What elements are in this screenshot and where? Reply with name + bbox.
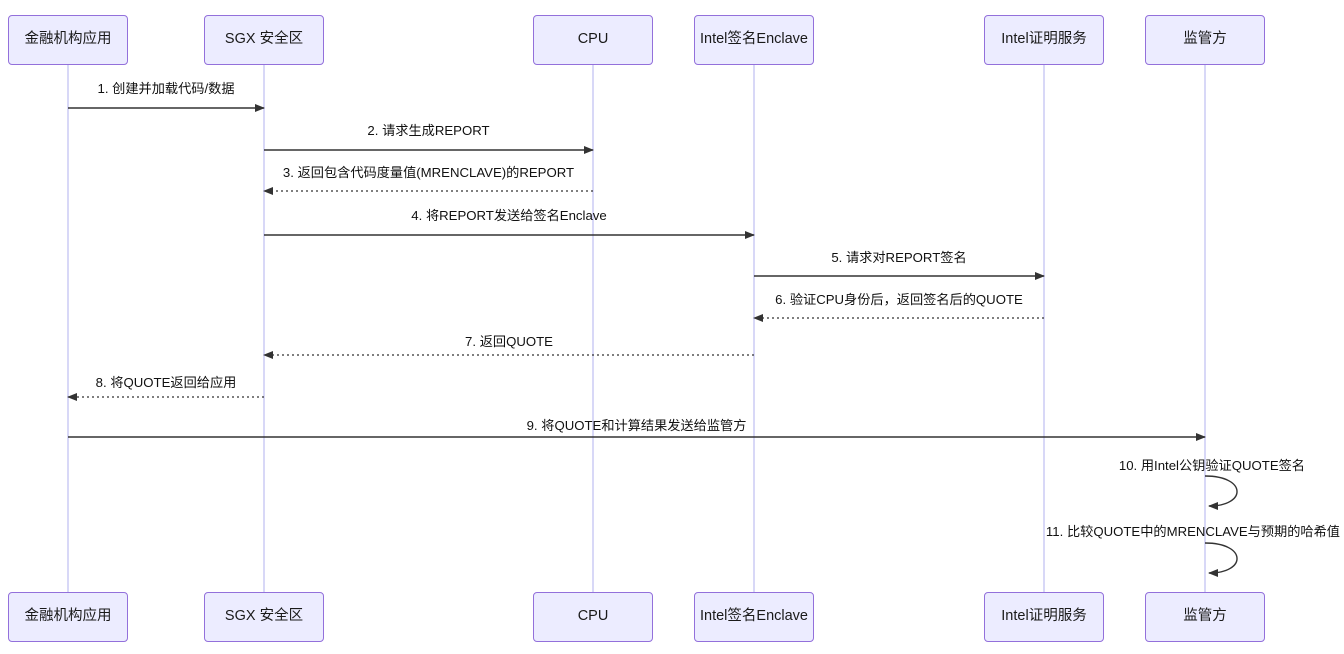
message-label-9: 9. 将QUOTE和计算结果发送给监管方	[526, 418, 747, 433]
participant-label: Intel证明服务	[1001, 31, 1087, 48]
participant-app-bottom[interactable]: 金融机构应用	[8, 592, 128, 642]
message-label-7: 7. 返回QUOTE	[465, 334, 553, 349]
message-label-3: 3. 返回包含代码度量值(MRENCLAVE)的REPORT	[282, 165, 575, 180]
message-label-6: 6. 验证CPU身份后，返回签名后的QUOTE	[775, 292, 1023, 307]
message-label-1: 1. 创建并加载代码/数据	[97, 81, 235, 96]
participant-label: Intel签名Enclave	[700, 31, 808, 48]
participant-label: 金融机构应用	[24, 31, 112, 48]
message-label-5: 5. 请求对REPORT签名	[831, 250, 967, 265]
self-message-arrow-10	[1204, 475, 1238, 510]
participant-auditor-bottom[interactable]: 监管方	[1145, 592, 1265, 642]
participant-enclave-bottom[interactable]: SGX 安全区	[204, 592, 324, 642]
participant-label: 监管方	[1183, 31, 1227, 48]
message-label-2: 2. 请求生成REPORT	[367, 123, 490, 138]
participant-cpu-bottom[interactable]: CPU	[533, 592, 653, 642]
message-label-4: 4. 将REPORT发送给签名Enclave	[411, 208, 607, 223]
participant-enclave-top[interactable]: SGX 安全区	[204, 15, 324, 65]
participant-qe-top[interactable]: Intel签名Enclave	[694, 15, 814, 65]
participant-ias-bottom[interactable]: Intel证明服务	[984, 592, 1104, 642]
self-message-label-10: 10. 用Intel公钥验证QUOTE签名	[1118, 458, 1305, 473]
participant-label: SGX 安全区	[224, 608, 304, 625]
messages-group	[67, 104, 1238, 577]
participant-cpu-top[interactable]: CPU	[533, 15, 653, 65]
participant-ias-top[interactable]: Intel证明服务	[984, 15, 1104, 65]
participant-label: Intel签名Enclave	[700, 608, 808, 625]
participant-label: CPU	[577, 31, 609, 48]
participant-label: 金融机构应用	[24, 608, 112, 625]
self-message-arrow-11	[1204, 542, 1238, 577]
lifelines-group	[67, 65, 1206, 592]
participant-label: 监管方	[1183, 608, 1227, 625]
participant-label: Intel证明服务	[1001, 608, 1087, 625]
participant-label: SGX 安全区	[224, 31, 304, 48]
participant-qe-bottom[interactable]: Intel签名Enclave	[694, 592, 814, 642]
message-label-8: 8. 将QUOTE返回给应用	[95, 375, 237, 390]
participant-app-top[interactable]: 金融机构应用	[8, 15, 128, 65]
participant-label: CPU	[577, 608, 609, 625]
self-message-label-11: 11. 比较QUOTE中的MRENCLAVE与预期的哈希值	[1045, 524, 1340, 539]
participant-auditor-top[interactable]: 监管方	[1145, 15, 1265, 65]
